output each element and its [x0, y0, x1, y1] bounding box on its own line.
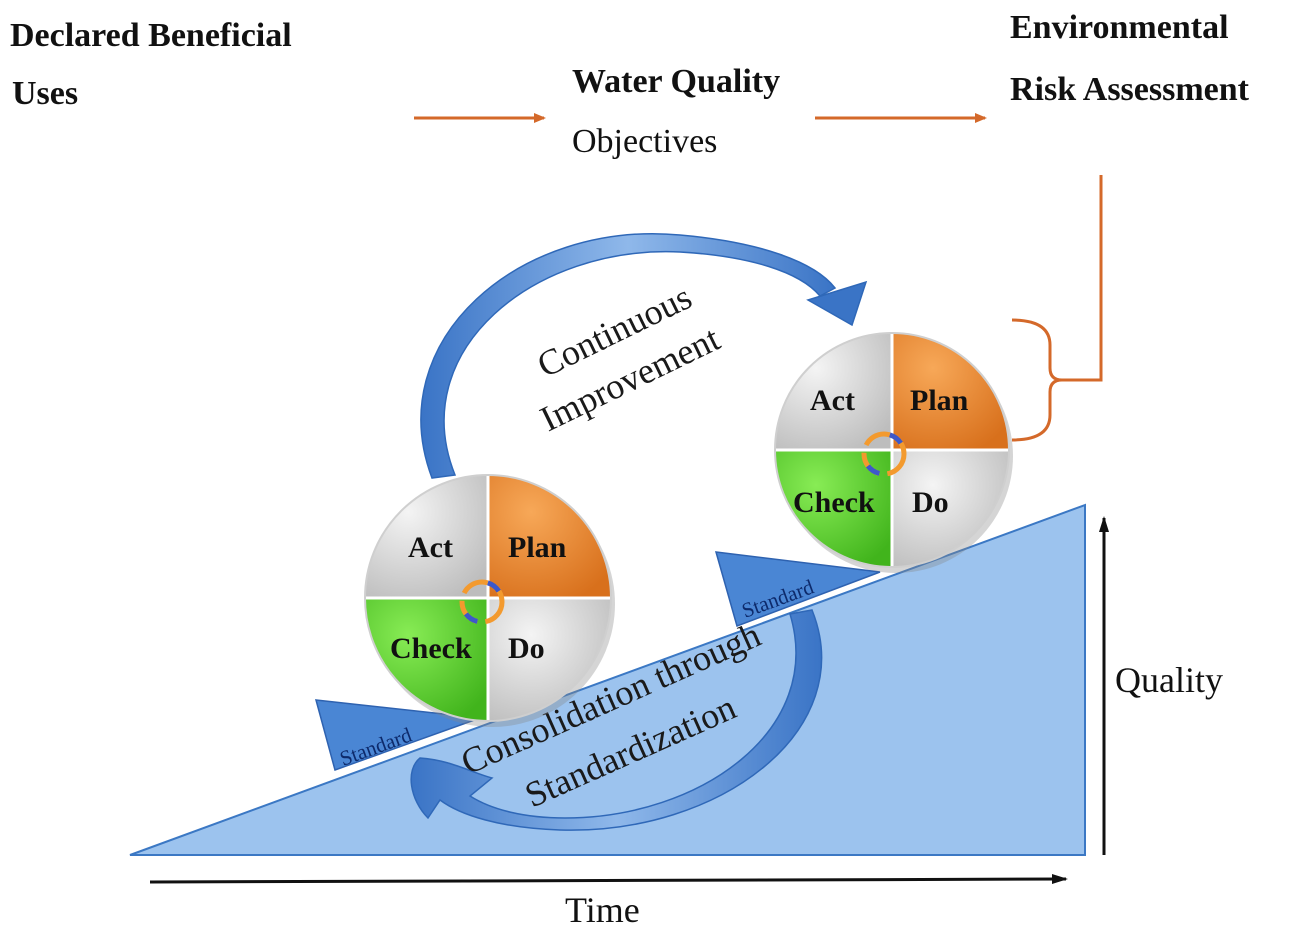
- time-axis-label: Time: [565, 890, 640, 925]
- continuous-improvement-arc: [420, 233, 837, 479]
- cycle-icon: [459, 579, 505, 625]
- do-quadrant-1: [488, 598, 611, 721]
- plan-quadrant-2: [892, 333, 1009, 450]
- act-quadrant-1: [365, 475, 488, 598]
- declared-uses-label-line2: Uses: [12, 75, 78, 112]
- act-quadrant-2: [775, 333, 892, 450]
- time-axis: [149, 874, 1068, 885]
- do-label-2: Do: [912, 486, 949, 519]
- era-label-line2: Risk Assessment: [1010, 71, 1250, 108]
- check-quadrant-2: [775, 450, 892, 567]
- act-label-1: Act: [408, 531, 453, 564]
- consolidation-arc: [410, 609, 823, 831]
- water-quality-label-line2: Objectives: [572, 123, 717, 160]
- check-label-2: Check: [793, 486, 875, 519]
- quality-ramp: [129, 503, 1086, 856]
- era-label-line1: Environmental: [1010, 9, 1229, 46]
- act-label-2: Act: [810, 384, 855, 417]
- standard-wedge-1: [314, 699, 481, 771]
- water-quality-label-line1: Water Quality: [572, 63, 780, 100]
- cycle-icon: [861, 431, 907, 477]
- continuous-arrow-head: [806, 280, 868, 327]
- plan-bracket: [1011, 318, 1063, 442]
- plan-label-2: Plan: [910, 384, 969, 417]
- era-connector: [1062, 175, 1103, 382]
- pdca-sphere-2: Act Plan Check Do: [774, 332, 1013, 573]
- check-quadrant-1: [365, 598, 488, 721]
- quality-axis-label: Quality: [1115, 660, 1223, 700]
- declared-uses-label-line1: Declared Beneficial: [10, 17, 292, 54]
- standard-wedge-2: [714, 551, 881, 627]
- do-label-1: Do: [508, 632, 545, 665]
- pdca-sphere-1: Act Plan Check Do: [364, 474, 615, 727]
- plan-quadrant-1: [488, 475, 611, 598]
- do-quadrant-2: [892, 450, 1009, 567]
- check-label-1: Check: [390, 632, 472, 665]
- plan-label-1: Plan: [508, 531, 567, 564]
